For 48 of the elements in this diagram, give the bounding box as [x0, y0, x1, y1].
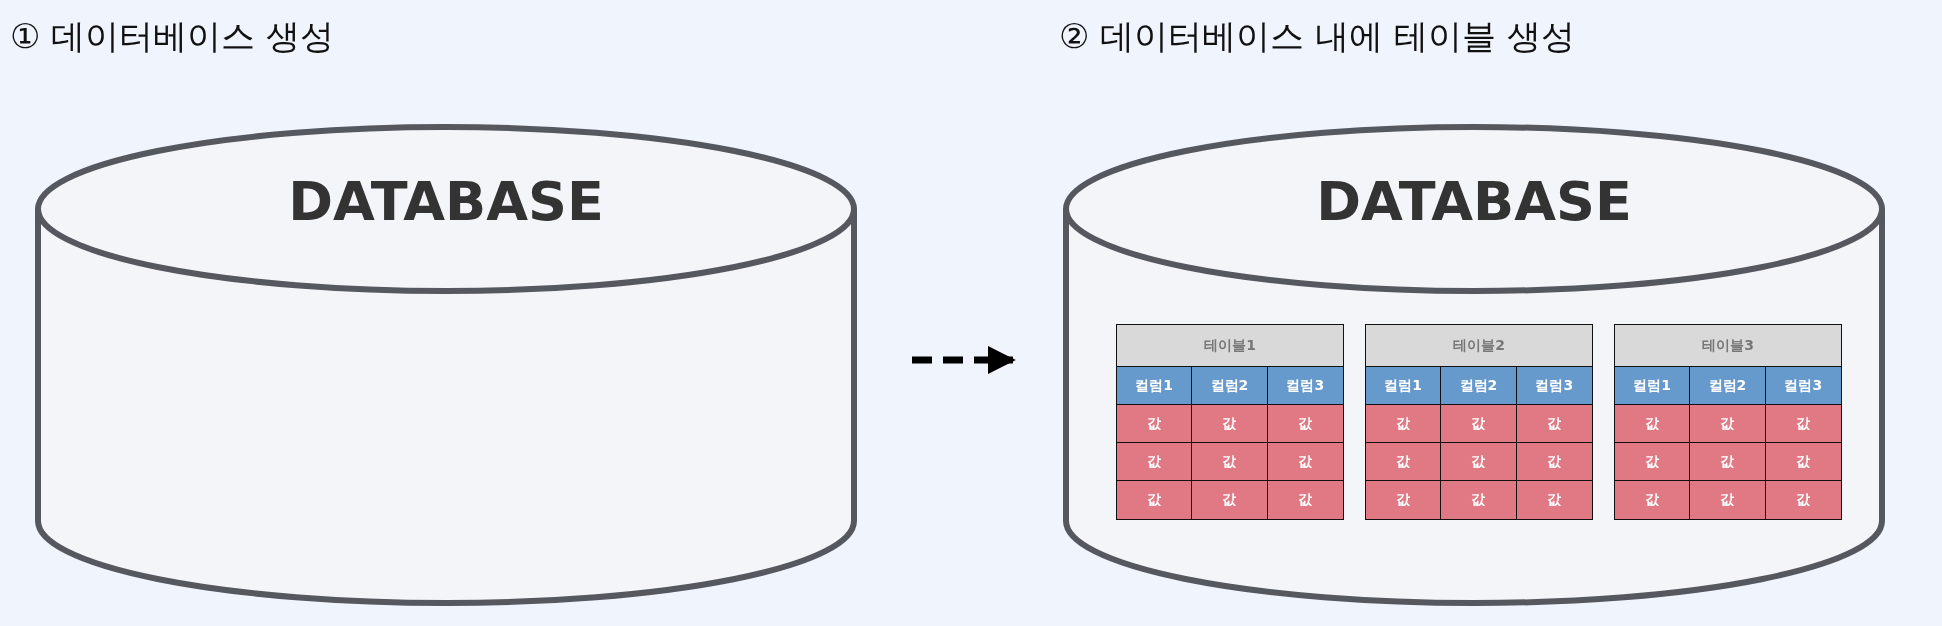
table-cell: 값 — [1516, 405, 1592, 443]
data-table — [1365, 324, 1593, 520]
column-header: 컬럼2 — [1690, 367, 1766, 405]
table-cell: 값 — [1516, 481, 1592, 519]
column-header: 컬럼1 — [1615, 367, 1691, 405]
table-cell: 값 — [1192, 405, 1268, 443]
table-cell: 값 — [1690, 481, 1766, 519]
table-cell: 값 — [1615, 405, 1691, 443]
table-cell: 값 — [1441, 443, 1517, 481]
table-cell: 값 — [1192, 481, 1268, 519]
table-cell: 값 — [1366, 481, 1442, 519]
table-cell: 값 — [1267, 481, 1343, 519]
data-table — [1614, 324, 1842, 520]
table-cell: 값 — [1690, 443, 1766, 481]
table-title: 테이블2 — [1366, 325, 1592, 367]
column-header: 컬럼3 — [1516, 367, 1592, 405]
data-table — [1116, 324, 1344, 520]
table-cell: 값 — [1117, 443, 1193, 481]
table-cell: 값 — [1117, 405, 1193, 443]
column-header: 컬럼2 — [1441, 367, 1517, 405]
table-cell: 값 — [1615, 481, 1691, 519]
heading-text: ② 데이터베이스 내에 테이블 생성 — [1059, 15, 1575, 58]
table-title: 테이블3 — [1615, 325, 1841, 367]
table-cell: 값 — [1267, 443, 1343, 481]
column-header: 컬럼1 — [1117, 367, 1193, 405]
table-cell: 값 — [1615, 443, 1691, 481]
table-title: 테이블1 — [1117, 325, 1343, 367]
database-label: DATABASE — [287, 170, 605, 233]
table-cell: 값 — [1441, 405, 1517, 443]
table-cell: 값 — [1192, 443, 1268, 481]
table-cell: 값 — [1765, 405, 1841, 443]
table-cell: 값 — [1765, 481, 1841, 519]
database-label: DATABASE — [1315, 170, 1633, 233]
table-cell: 값 — [1366, 443, 1442, 481]
table-cell: 값 — [1267, 405, 1343, 443]
heading-text: ① 데이터베이스 생성 — [10, 15, 335, 58]
table-cell: 값 — [1690, 405, 1766, 443]
table-cell: 값 — [1765, 443, 1841, 481]
table-cell: 값 — [1441, 481, 1517, 519]
column-header: 컬럼1 — [1366, 367, 1442, 405]
database-cylinder — [35, 124, 857, 606]
column-header: 컬럼3 — [1765, 367, 1841, 405]
database-cylinder — [1063, 124, 1885, 606]
table-cell: 값 — [1516, 443, 1592, 481]
column-header: 컬럼3 — [1267, 367, 1343, 405]
column-header: 컬럼2 — [1192, 367, 1268, 405]
table-cell: 값 — [1366, 405, 1442, 443]
table-cell: 값 — [1117, 481, 1193, 519]
